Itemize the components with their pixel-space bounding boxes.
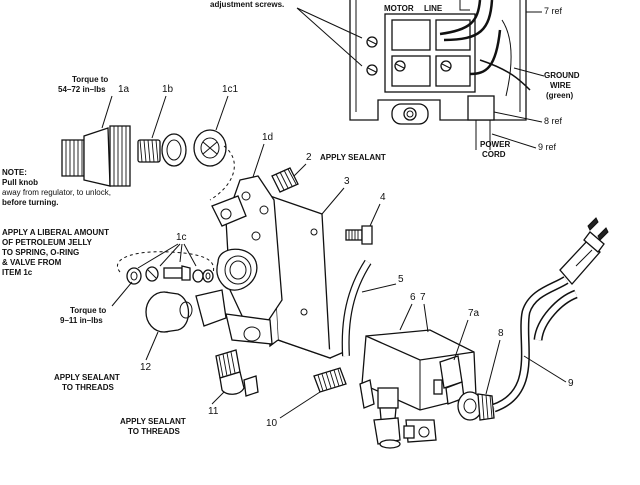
label-motor: MOTOR xyxy=(384,4,414,13)
knob-1a xyxy=(61,125,131,187)
torque1-line1: Torque to xyxy=(72,75,108,84)
label-power: POWER xyxy=(480,140,510,149)
liberal-line5: ITEM 1c xyxy=(2,268,33,277)
ref-9: 9 ref xyxy=(538,142,557,152)
sealant11-line2: TO THREADS xyxy=(128,427,181,436)
label-ground-2: WIRE xyxy=(550,81,572,90)
ref-7: 7 ref xyxy=(544,6,563,16)
callout-4: 4 xyxy=(380,192,386,203)
nipple-10 xyxy=(313,367,347,393)
label-line: LINE xyxy=(424,4,443,13)
callout-11: 11 xyxy=(208,406,219,417)
power-cord-9 xyxy=(492,217,609,413)
elbow-11 xyxy=(215,349,259,397)
torque1-line2: 54–72 in–lbs xyxy=(58,85,106,94)
note-line1: Pull knob xyxy=(2,178,38,187)
callout-8: 8 xyxy=(498,328,504,339)
sealant12-line1: APPLY SEALANT xyxy=(54,373,120,382)
note-line2: away from regulator, to unlock, xyxy=(2,188,111,197)
note-title: NOTE: xyxy=(2,168,27,177)
valve-1c1 xyxy=(193,129,227,167)
callout-1c1: 1c1 xyxy=(222,84,239,95)
sealant11-line1: APPLY SEALANT xyxy=(120,417,186,426)
plug-2 xyxy=(271,167,299,193)
small-parts-1c xyxy=(117,251,215,285)
callout-7: 7 xyxy=(420,292,426,303)
leader-adjustment-screws xyxy=(296,7,363,67)
callout-3: 3 xyxy=(344,176,350,187)
callout-1d: 1d xyxy=(262,132,273,143)
label-ground-1: GROUND xyxy=(544,71,580,80)
spring-1b xyxy=(137,139,161,163)
callout-7a: 7a xyxy=(468,308,480,319)
label-ground-3: (green) xyxy=(546,91,573,100)
sealant12-line2: TO THREADS xyxy=(62,383,115,392)
callout-1b: 1b xyxy=(162,84,174,95)
callout-12: 12 xyxy=(140,362,152,373)
note-line3: before turning. xyxy=(2,198,58,207)
callout-2: 2 xyxy=(306,152,312,163)
callout-6: 6 xyxy=(410,292,416,303)
torque2-line1: Torque to xyxy=(70,306,106,315)
screw-4 xyxy=(345,225,373,245)
label-cord: CORD xyxy=(482,150,506,159)
strain-relief-8 xyxy=(457,391,495,421)
label-apply-sealant-2: APPLY SEALANT xyxy=(320,153,386,162)
torque2-line2: 9–11 in–lbs xyxy=(60,316,103,325)
callout-5: 5 xyxy=(398,274,404,285)
callout-10: 10 xyxy=(266,418,278,429)
o-ring xyxy=(161,133,187,167)
callout-9: 9 xyxy=(568,378,574,389)
liberal-line4: & VALVE FROM xyxy=(2,258,62,267)
callout-1c: 1c xyxy=(176,232,187,243)
liberal-line1: APPLY A LIBERAL AMOUNT xyxy=(2,228,109,237)
liberal-line2: OF PETROLEUM JELLY xyxy=(2,238,93,247)
liberal-line3: TO SPRING, O-RING xyxy=(2,248,79,257)
cap-12 xyxy=(145,291,193,333)
pressure-switch-interior xyxy=(349,0,531,150)
regulator-manifold xyxy=(195,175,283,345)
tube-5 xyxy=(341,259,372,357)
ref-8: 8 ref xyxy=(544,116,563,126)
callout-1a: 1a xyxy=(118,84,130,95)
label-adjustment-screws: adjustment screws. xyxy=(210,0,284,9)
